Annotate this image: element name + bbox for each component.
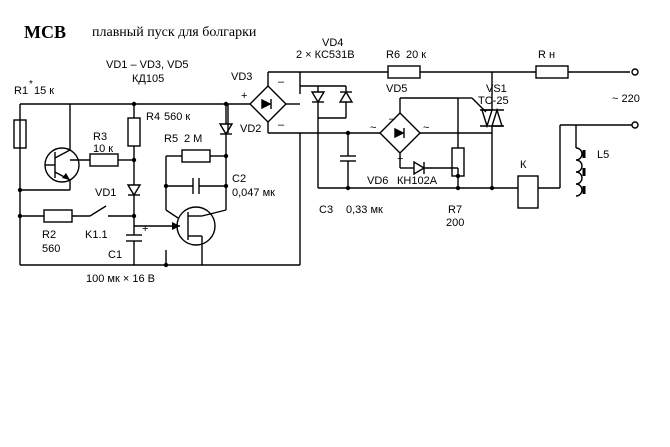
vd5-label: VD5 bbox=[386, 83, 407, 95]
vd2-label: VD2 bbox=[240, 123, 261, 135]
relay-section bbox=[318, 124, 632, 209]
top-rail bbox=[299, 71, 630, 110]
vd4-label: VD4 bbox=[322, 37, 343, 49]
bridge-plus: + bbox=[241, 90, 247, 102]
r7-label: R7 bbox=[448, 204, 462, 216]
vd6-value: КН102А bbox=[397, 175, 438, 187]
r4-value: 560 к bbox=[164, 111, 190, 123]
relay-k-label: К bbox=[520, 159, 527, 171]
diodes-note: VD1 – VD3, VD5 bbox=[106, 59, 189, 71]
vd1-label: VD1 bbox=[95, 187, 116, 199]
bridge-vd5 bbox=[379, 97, 492, 168]
dinistor-vd6 bbox=[400, 160, 459, 176]
r4-label: R4 bbox=[146, 111, 160, 123]
vs1-value: ТС-25 bbox=[478, 95, 509, 107]
capacitor-c3 bbox=[340, 133, 356, 188]
node-c3-bottom bbox=[345, 185, 351, 191]
title-code: МСВ bbox=[24, 22, 66, 42]
bridge-minus-top: – bbox=[278, 76, 285, 88]
c1-label: C1 bbox=[108, 249, 122, 261]
vd6-label: VD6 bbox=[367, 175, 388, 187]
terminal-bottom bbox=[631, 121, 639, 129]
node-r7 bbox=[455, 173, 461, 179]
r5-label: R5 bbox=[164, 133, 178, 145]
vs1-label: VS1 bbox=[486, 83, 507, 95]
node-c2-right bbox=[223, 183, 229, 189]
zener-vd4 bbox=[300, 85, 354, 188]
diodes-type: КД105 bbox=[132, 73, 164, 85]
transistor-fet bbox=[134, 206, 227, 265]
diode-vd1 bbox=[126, 184, 142, 235]
vd5-tilde-left: ~ bbox=[370, 122, 376, 134]
r1-value: 15 к bbox=[34, 85, 54, 97]
r6-label: R6 bbox=[386, 49, 400, 61]
resistor-r4 bbox=[127, 104, 141, 185]
r1-label: R1 bbox=[14, 85, 28, 97]
node-c3-top bbox=[345, 130, 351, 136]
capacitor-c2 bbox=[165, 156, 226, 210]
node-emitter bbox=[17, 187, 23, 193]
ac-label: ~ 220 bbox=[612, 93, 640, 105]
r2-value: 560 bbox=[42, 243, 60, 255]
node-c2-left bbox=[163, 183, 169, 189]
switch-k11 bbox=[89, 205, 134, 217]
resistor-r6 bbox=[387, 65, 421, 79]
node-r7-bottom bbox=[455, 185, 461, 191]
resistor-r3 bbox=[70, 153, 134, 167]
r6-value: 20 к bbox=[406, 49, 426, 61]
title-subtitle: плавный пуск для болгарки bbox=[92, 25, 257, 40]
node-r2 bbox=[17, 213, 23, 219]
r3-value: 10 к bbox=[93, 143, 113, 155]
vd4-value: 2 × КС531В bbox=[296, 49, 355, 61]
resistor-r5 bbox=[166, 149, 226, 163]
inductor-l5 bbox=[575, 125, 586, 197]
r3-label: R3 bbox=[93, 131, 107, 143]
l5-label: L5 bbox=[597, 149, 609, 161]
bridge-vd3 bbox=[228, 71, 380, 134]
node-r3-r4 bbox=[131, 157, 137, 163]
node-triac-bottom bbox=[489, 185, 495, 191]
vd5-minus: – bbox=[389, 113, 396, 125]
transistor-npn bbox=[20, 104, 80, 191]
node-r5-right bbox=[223, 153, 229, 159]
bridge-minus-bottom: – bbox=[278, 119, 285, 131]
vd3-label: VD3 bbox=[231, 71, 252, 83]
c1-value: 100 мк × 16 В bbox=[86, 273, 155, 285]
resistor-rn bbox=[535, 65, 569, 79]
r7-value: 200 bbox=[446, 217, 464, 229]
c3-label: C3 bbox=[319, 204, 333, 216]
terminal-top bbox=[631, 68, 639, 76]
c2-value: 0,047 мк bbox=[232, 187, 275, 199]
node-switch bbox=[131, 213, 137, 219]
capacitor-c1 bbox=[126, 234, 142, 265]
r5-value: 2 М bbox=[184, 133, 202, 145]
rn-label: R н bbox=[538, 49, 555, 61]
resistor-r1 bbox=[13, 119, 27, 149]
relay-k-coil bbox=[517, 175, 539, 209]
c3-value: 0,33 мк bbox=[346, 204, 383, 216]
vd5-plus: + bbox=[397, 153, 403, 165]
node-bottom-mid bbox=[163, 262, 169, 268]
r2-label: R2 bbox=[42, 229, 56, 241]
c2-label: C2 bbox=[232, 173, 246, 185]
c1-plus: + bbox=[142, 223, 148, 235]
vd5-tilde-right: ~ bbox=[423, 122, 429, 134]
left-rails bbox=[19, 103, 301, 266]
diode-vd2 bbox=[218, 104, 234, 210]
k11-label: K1.1 bbox=[85, 229, 108, 241]
resistor-r2 bbox=[20, 209, 90, 223]
r1-star: * bbox=[29, 79, 33, 90]
triac-vs1 bbox=[458, 97, 504, 188]
